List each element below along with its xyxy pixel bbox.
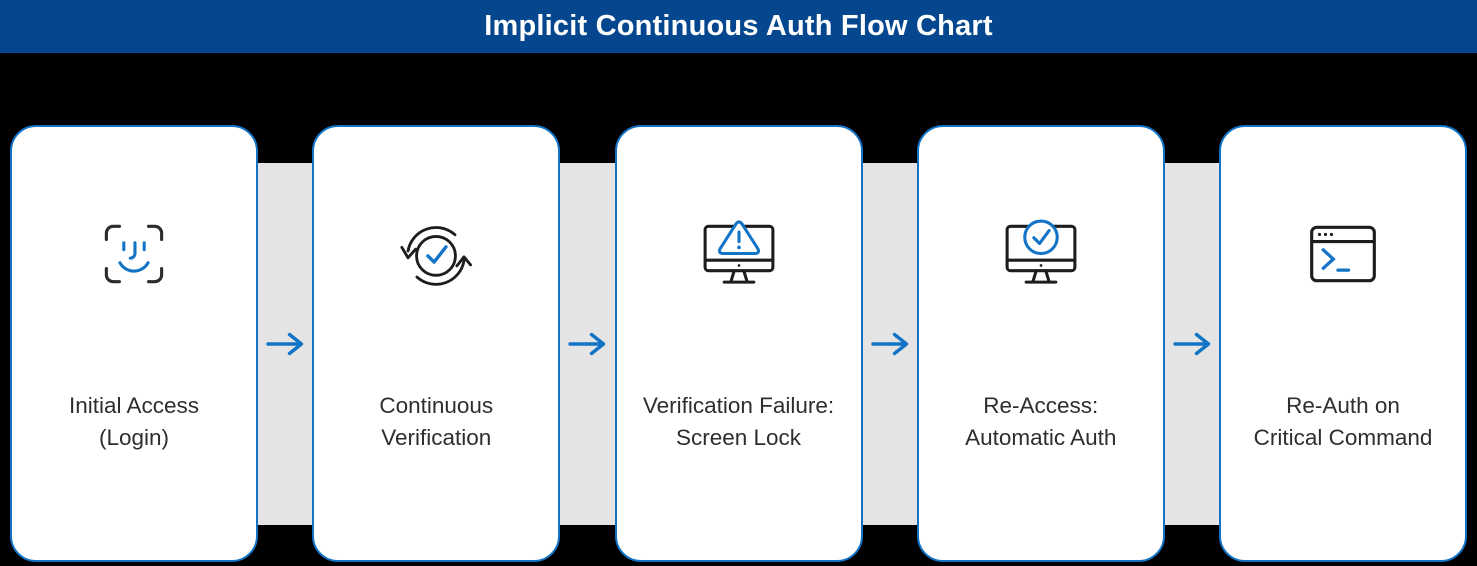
arrow-right-icon <box>870 331 909 357</box>
connector-band <box>560 163 615 525</box>
step-card-continuous-verification: Continuous Verification <box>312 125 561 562</box>
terminal-icon <box>1308 224 1378 285</box>
sync-check-icon <box>399 217 473 291</box>
arrow-right-icon <box>1173 331 1211 357</box>
header-bar: Implicit Continuous Auth Flow Chart <box>0 0 1477 53</box>
step-label: Continuous Verification <box>379 393 494 450</box>
step-card-re-access: Re-Access: Automatic Auth <box>916 125 1165 562</box>
step-label: Initial Access (Login) <box>68 393 200 450</box>
connector-band <box>258 163 313 525</box>
face-id-icon <box>102 222 166 286</box>
step-card-verification-failure: Verification Failure: Screen Lock <box>614 125 863 562</box>
connector-band <box>1164 163 1219 525</box>
step-card-initial-access: Initial Access (Login) <box>10 125 258 562</box>
step-label: Re-Auth on Critical Command <box>1253 393 1433 450</box>
page-title: Implicit Continuous Auth Flow Chart <box>484 10 993 42</box>
monitor-check-icon <box>999 218 1083 291</box>
flow-chart: Initial Access (Login) <box>0 53 1477 562</box>
step-label: Re-Access: Automatic Auth <box>965 393 1117 450</box>
step-card-re-auth: Re-Auth on Critical Command <box>1219 125 1467 562</box>
step-label: Verification Failure: Screen Lock <box>642 393 835 450</box>
monitor-warning-icon <box>697 218 781 291</box>
arrow-right-icon <box>266 331 304 357</box>
arrow-right-icon <box>568 331 606 357</box>
connector-band <box>862 163 917 525</box>
